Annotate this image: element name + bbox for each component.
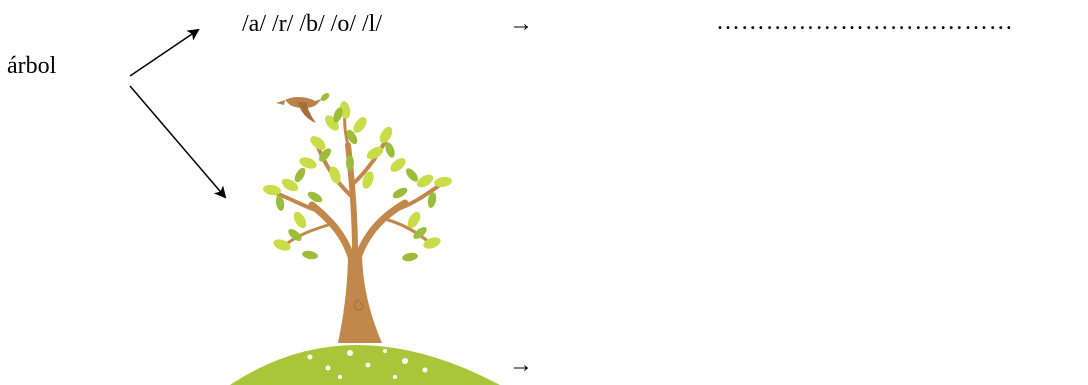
bird-leaf-icon — [320, 93, 330, 101]
trunk-swirl — [353, 299, 364, 311]
target-word: árbol — [7, 53, 57, 79]
arrow-to-answer: → — [509, 11, 533, 37]
phoneme-sequence: /a/ /r/ /b/ /o/ /l/ — [242, 11, 382, 37]
arrow-down-to-picture — [129, 85, 227, 199]
arrow-up-to-phonemes — [129, 28, 200, 77]
arrow-to-picture-answer: → — [509, 352, 533, 378]
grass-hill — [230, 345, 500, 385]
bird-icon — [276, 97, 322, 123]
tree-illustration — [230, 93, 500, 385]
tree-trunk — [273, 111, 442, 343]
hill-flowers — [307, 349, 428, 379]
answer-blank-line[interactable]: ……………………………… — [716, 9, 1014, 35]
tree-leaves — [263, 101, 452, 262]
